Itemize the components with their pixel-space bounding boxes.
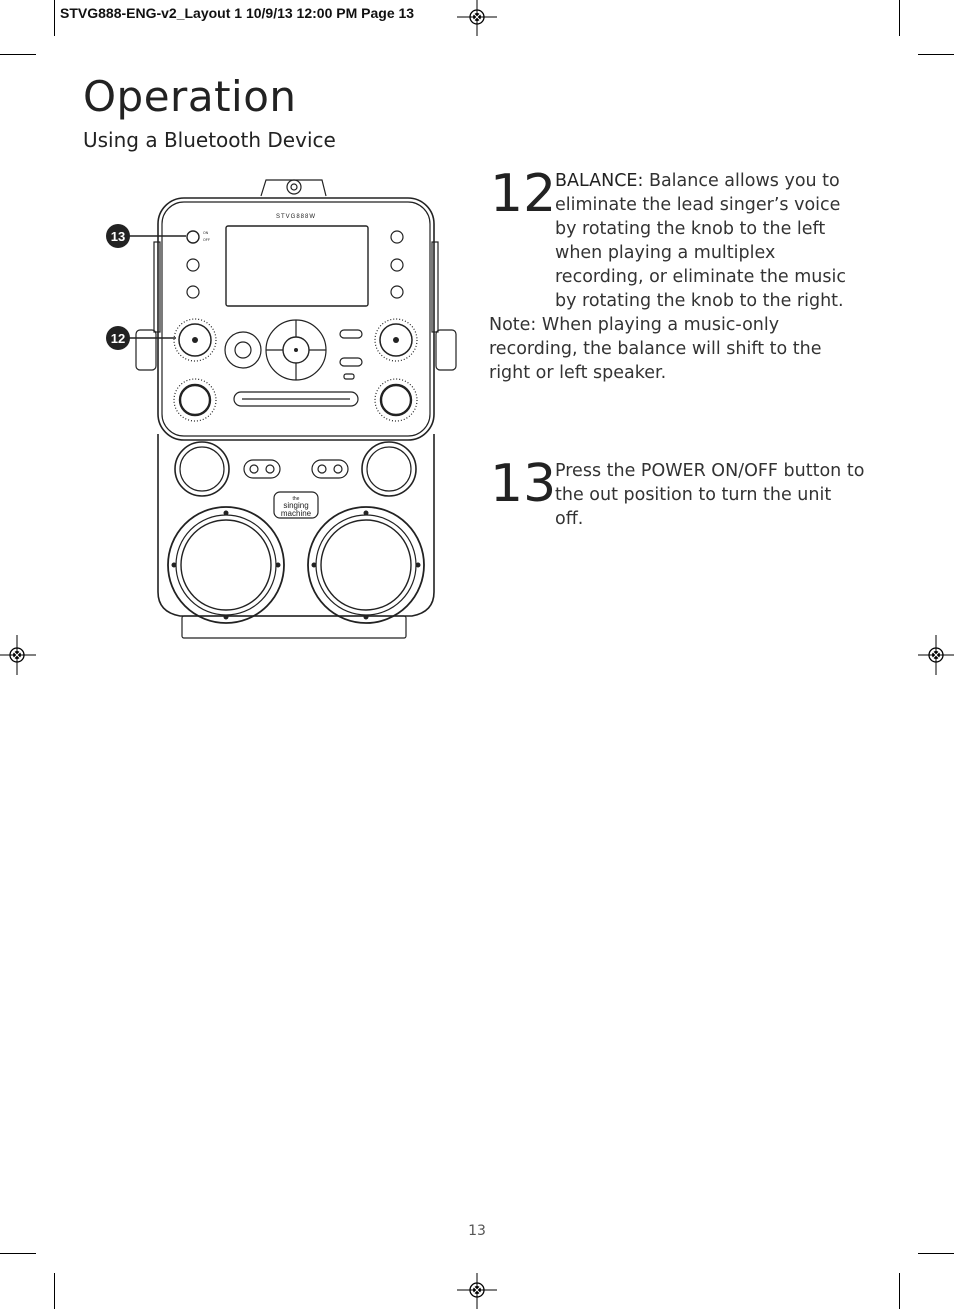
step-lead-balance: BALANCE:: [555, 171, 644, 191]
crop-mark: [918, 54, 954, 55]
step-text-13: Press the POWER ON/OFF button to the out…: [555, 461, 865, 529]
crop-mark: [0, 1253, 36, 1254]
note-text: When playing a music-only recording, the…: [489, 315, 822, 383]
registration-mark-icon: [918, 635, 954, 675]
crop-mark: [899, 0, 900, 36]
crop-mark: [918, 1253, 954, 1254]
registration-mark-icon: [0, 635, 36, 675]
registration-mark-icon: [457, 0, 497, 36]
crop-mark: [0, 54, 36, 55]
callout-label-13: 13: [111, 229, 125, 244]
note-label: Note:: [489, 315, 537, 335]
step-text-12: BALANCE: Balance allows you to eliminate…: [555, 169, 855, 313]
power-off-label: OFF: [203, 238, 210, 242]
power-on-label: ON: [203, 231, 209, 235]
logo-text-singing: singing: [283, 501, 308, 510]
callout-badge-13: [106, 224, 130, 248]
step-number-13: 13: [490, 454, 557, 514]
page-number: 13: [468, 1223, 486, 1239]
karaoke-machine-illustration: 13 12 STVG888W ON OFF the singing machin…: [106, 179, 457, 639]
balance-note: Note: When playing a music-only recordin…: [489, 313, 864, 385]
logo-text-machine: machine: [281, 509, 312, 518]
device-brand-label: STVG888W: [276, 214, 316, 220]
page-subtitle: Using a Bluetooth Device: [83, 128, 336, 152]
crop-mark: [54, 0, 55, 36]
crop-mark: [899, 1273, 900, 1309]
callout-badge-12: [106, 326, 130, 350]
printer-slug: STVG888-ENG-v2_Layout 1 10/9/13 12:00 PM…: [60, 5, 415, 21]
step-number-12: 12: [490, 164, 557, 224]
logo-text-the: the: [293, 496, 300, 502]
crop-mark: [54, 1273, 55, 1309]
callout-label-12: 12: [111, 331, 125, 346]
registration-mark-icon: [457, 1273, 497, 1309]
step-body-balance: Balance allows you to eliminate the lead…: [555, 171, 846, 311]
page-title: Operation: [83, 72, 297, 121]
